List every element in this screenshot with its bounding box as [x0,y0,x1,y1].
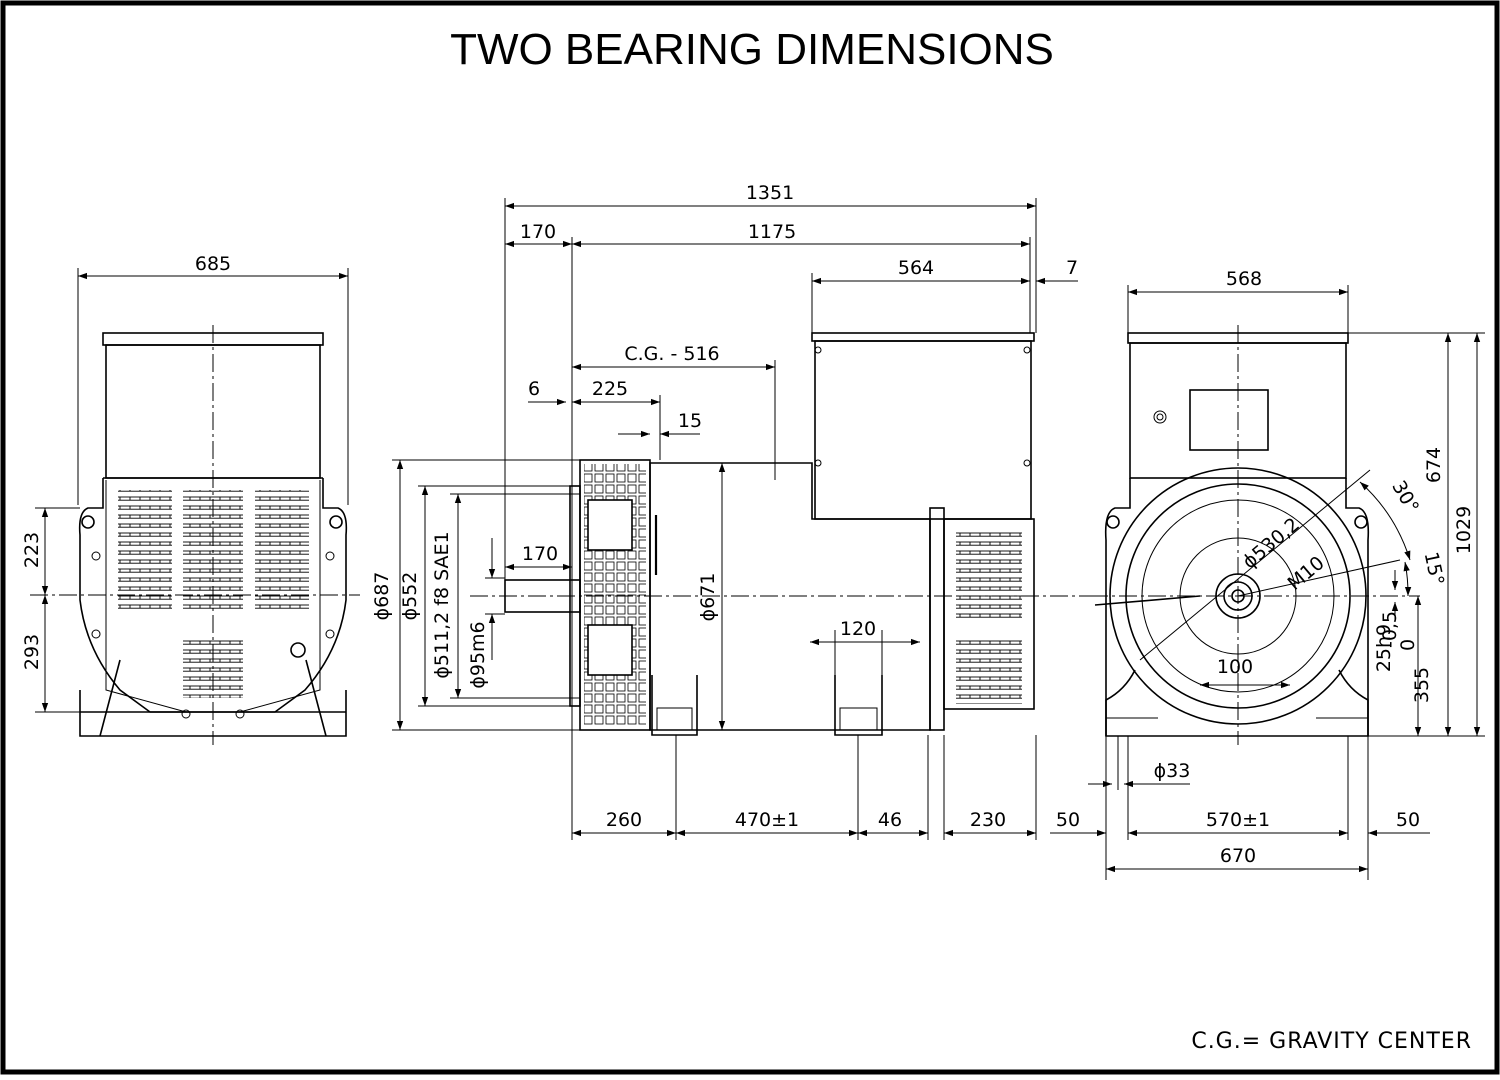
tolerance-lower-label: -0,5 [1379,611,1401,648]
terminal-box-offset-label: 7 [1066,257,1078,279]
front-width-label: 685 [195,253,231,275]
front-view: 685 223 293 [21,253,360,745]
drawing-title: TWO BEARING DIMENSIONS [450,25,1054,74]
body-length-label: 1175 [748,221,796,243]
front-lower-height-label: 293 [21,634,43,670]
angle-15-label: 15° [1420,550,1449,588]
end-width-label: 568 [1226,268,1262,290]
shaft-height-label: 355 [1411,667,1433,703]
adaptor-offset-label: 6 [528,378,540,400]
dim-260-label: 260 [606,809,642,831]
thread-label: M10 [1284,552,1329,595]
foot-margin-right-label: 50 [1396,809,1420,831]
diameter-552-label: ϕ552 [399,572,421,621]
hole-diameter-label: ϕ33 [1154,760,1191,782]
pcd-label: ϕ530,2 [1238,513,1303,573]
height-1029-label: 1029 [1453,506,1475,554]
gravity-center-note: C.G.= GRAVITY CENTER [1191,1029,1472,1054]
gravity-center-label: C.G. - 516 [624,343,719,365]
tolerance-upper-label: 0 [1397,639,1419,651]
height-674-label: 674 [1423,447,1445,483]
terminal-box-length-label: 564 [898,257,934,279]
foot-centres-label: 570±1 [1206,809,1270,831]
keyway-label: 25h9 [1373,624,1395,672]
side-view: 1351 170 1175 564 7 C.G. - 516 6 225 15 … [371,182,1095,840]
key-dimension-label: 100 [1217,656,1253,678]
diameter-spigot-label: ϕ511,2 f8 SAE1 [431,531,453,678]
fan-guard-label: 15 [678,410,702,432]
shaft-length-label: 170 [522,543,558,565]
front-upper-height-label: 223 [21,532,43,568]
angle-30-label: 30° [1387,477,1423,517]
fan-length-label: 225 [592,378,628,400]
foot-margin-left-label: 50 [1056,809,1080,831]
dim-470-label: 470±1 [735,809,799,831]
shaft-diameter-label: ϕ95m6 [467,621,489,688]
overall-length-label: 1351 [746,182,794,204]
base-width-label: 670 [1220,845,1256,867]
diameter-671-label: ϕ671 [697,573,719,622]
foot-width-label: 120 [840,618,876,640]
dim-230-label: 230 [970,809,1006,831]
shaft-extension-label: 170 [520,221,556,243]
dim-46-label: 46 [878,809,902,831]
diameter-687-label: ϕ687 [371,572,393,621]
end-view: 30° 15° ϕ530,2 M10 100 568 674 1029 25h9… [1050,268,1485,880]
